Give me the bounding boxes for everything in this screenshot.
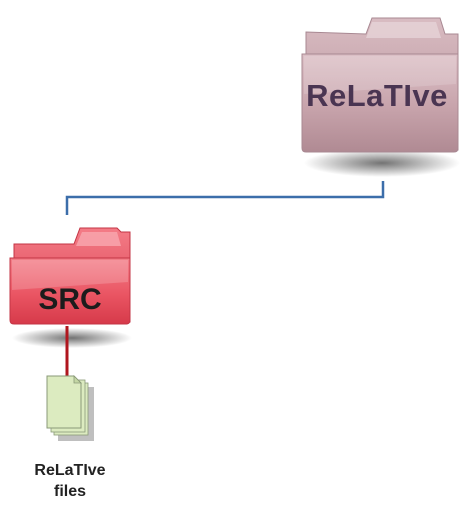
connector-relative-to-src (65, 181, 385, 215)
relative-folder-icon[interactable] (301, 17, 460, 177)
src-folder-label: SRC (38, 283, 102, 316)
src-folder-icon[interactable] (9, 227, 132, 348)
relative-folder-label: ReLaTIve (306, 78, 448, 113)
files-label-line2: files (53, 483, 86, 500)
files-label: ReLaTIve files (10, 460, 130, 502)
files-icon[interactable] (46, 375, 94, 441)
files-label-line1: ReLaTIve (34, 462, 106, 479)
